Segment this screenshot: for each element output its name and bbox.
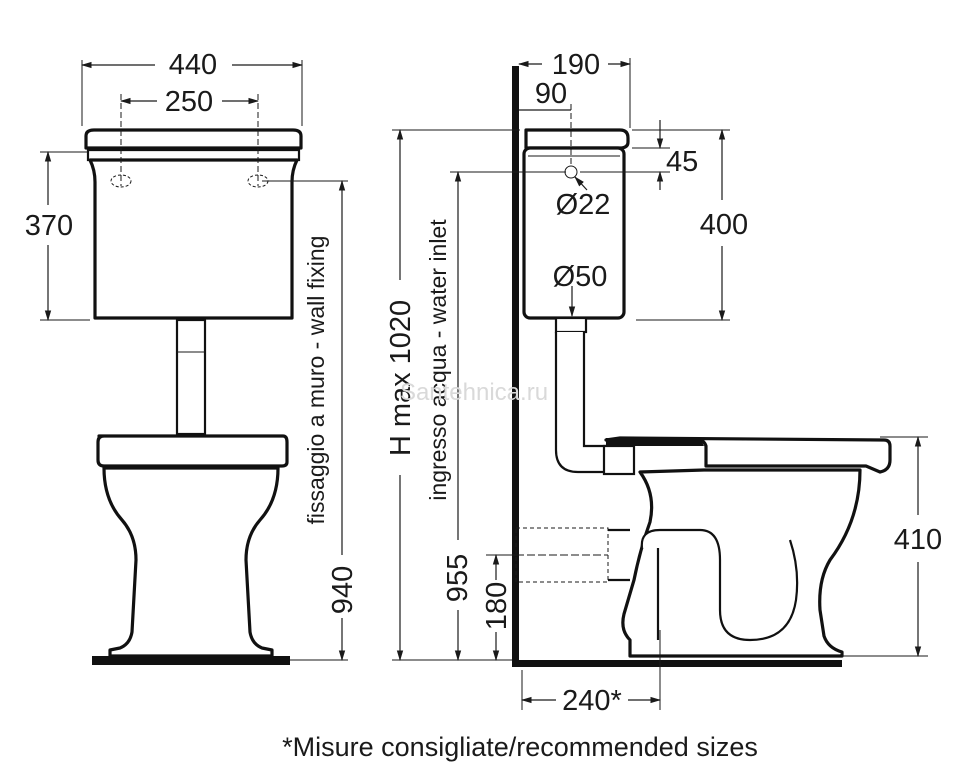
dim-front-width-tank: 440 <box>169 49 217 81</box>
front-flush-pipe <box>175 318 207 436</box>
dim-side-distance-wall: 240* <box>562 685 622 717</box>
front-bowl <box>102 466 280 658</box>
label-water-inlet: ingresso acqua - water inlet <box>425 219 451 501</box>
front-cistern-lid <box>84 128 303 150</box>
dim-front-height-fixing: 940 <box>327 566 359 614</box>
label-wall-fixing: fissaggio a muro - wall fixing <box>303 236 329 525</box>
label-diameter-inlet: Ø22 <box>556 189 611 221</box>
dim-side-height-inlet: 955 <box>442 554 474 602</box>
side-cistern-lid <box>524 128 630 150</box>
dim-side-height-tank: 400 <box>700 209 748 241</box>
front-seat <box>96 434 289 468</box>
dim-side-height-outlet: 180 <box>481 582 513 630</box>
dim-side-depth-total: 190 <box>552 49 600 81</box>
label-diameter-outlet: Ø50 <box>553 261 608 293</box>
side-floor <box>512 660 842 667</box>
side-view: 190 90 45 Ø22 Ø50 400 H max 1020 in <box>385 49 942 717</box>
footnote: *Misure consigliate/recommended sizes <box>282 732 758 762</box>
front-cistern <box>88 158 299 320</box>
side-seat <box>604 436 892 474</box>
side-wall <box>512 66 519 666</box>
dim-side-offset-top: 45 <box>666 146 698 178</box>
dim-front-width-fixing: 250 <box>165 86 213 118</box>
dim-side-height-max: H max 1020 <box>385 300 417 456</box>
front-floor <box>92 656 290 665</box>
dim-side-depth-inner: 90 <box>535 78 567 110</box>
watermark: Santehnica.ru <box>400 379 548 406</box>
front-view: 440 250 370 fissaggio a muro - wall fixi… <box>25 49 359 665</box>
dim-side-height-bowl: 410 <box>894 524 942 556</box>
dim-front-height-tank: 370 <box>25 210 73 242</box>
